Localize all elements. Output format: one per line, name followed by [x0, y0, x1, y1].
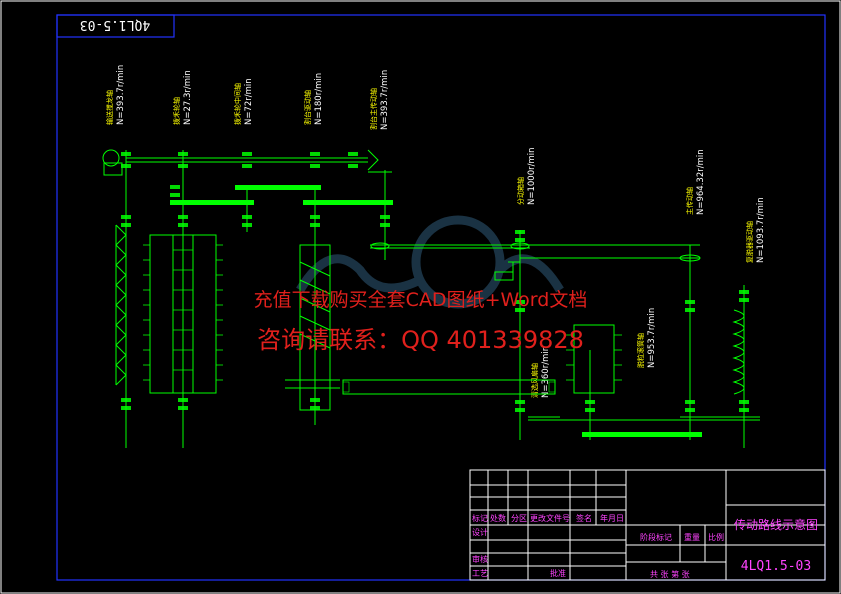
tb-change-no: 更改文件号 [530, 513, 570, 523]
code-box-text: 4QL1.5-03 [80, 17, 150, 32]
tb-signature: 签名 [576, 513, 592, 523]
inner-frame [56, 14, 826, 581]
tb-scale: 比例 [708, 532, 724, 542]
tb-count: 处数 [490, 513, 506, 523]
speed-reel-middle-shaft: N=72r/min [244, 78, 254, 125]
label-reel-shaft: 拨禾轮轴 [172, 97, 181, 125]
bearings [121, 152, 749, 412]
tb-zone: 分区 [511, 514, 527, 523]
drawing-number: 4LQ1.5-03 [741, 559, 811, 574]
speed-header-main-shaft: N=393.7r/min [380, 70, 390, 130]
speed-rethresher-shaft: N=1093.7r/min [756, 197, 766, 263]
speed-fan-shaft: N=360r/min [541, 346, 551, 398]
tb-stage: 阶段标记 [640, 532, 672, 542]
label-rethresher-shaft: 复脱器驱动轴 [745, 221, 754, 263]
label-conveyor-auger: 输送搅龙轴 [105, 90, 114, 125]
tb-date: 年月日 [600, 513, 624, 523]
code-box [56, 14, 175, 38]
speed-transfer-shaft: N=1000r/min [527, 148, 537, 206]
logo-watermark [296, 215, 564, 309]
title-block [469, 469, 826, 581]
title-block-text: 标记 处数 分区 更改文件号 签名 年月日 设计 审核 工艺 批准 阶段标记 重… [472, 513, 724, 579]
label-drum-shaft: 脱粒滚筒轴 [636, 333, 645, 368]
speed-drum-shaft: N=953.7r/min [647, 308, 657, 368]
tb-process: 工艺 [472, 569, 488, 578]
speed-reel-shaft: N=27.3r/min [183, 70, 193, 125]
tb-design: 设计 [472, 527, 488, 537]
speed-conveyor-auger: N=393.7r/min [116, 65, 126, 125]
label-header-drive-shaft: 割台驱动轴 [303, 90, 312, 125]
label-main-drive-shaft: 主传动轴 [685, 187, 694, 215]
watermark-line-2: 咨询请联系：QQ 401339828 [257, 326, 584, 354]
speed-header-drive-shaft: N=180r/min [314, 73, 324, 125]
drawing-title: 传动路线示意图 [734, 517, 818, 532]
tb-check: 审核 [472, 554, 488, 564]
tb-weight: 重量 [684, 532, 700, 542]
speed-main-drive-shaft: N=964.32r/min [696, 149, 706, 215]
tb-approve: 批准 [550, 568, 566, 578]
tb-sheets: 共 张 第 张 [650, 569, 690, 579]
label-header-main-shaft: 割台主传动轴 [369, 88, 378, 130]
label-reel-middle-shaft: 拨禾轮中间轴 [233, 83, 242, 125]
tb-mark: 标记 [472, 513, 488, 523]
watermark-line-1: 充值下载购买全套CAD图纸+Word文档 [253, 289, 588, 311]
label-transfer-shaft: 分动箱轴 [516, 177, 525, 205]
